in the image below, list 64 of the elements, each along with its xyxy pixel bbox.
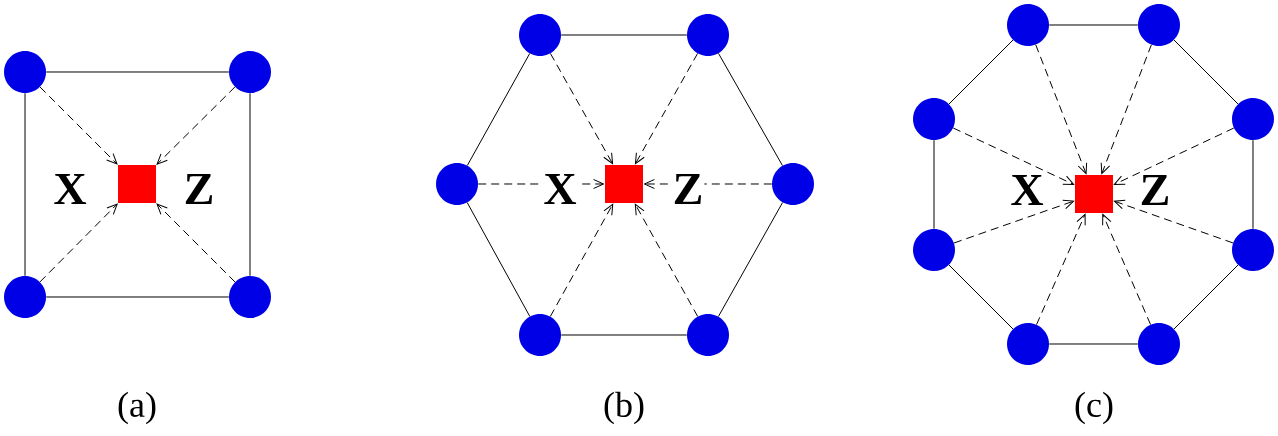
arrow xyxy=(156,203,236,283)
square xyxy=(605,165,643,203)
line xyxy=(717,201,784,317)
circle xyxy=(4,51,46,93)
arrow xyxy=(39,203,118,283)
arrow xyxy=(953,199,1075,244)
arrow xyxy=(1036,213,1086,326)
arrow xyxy=(952,127,1075,185)
line xyxy=(933,139,935,230)
arrow xyxy=(1113,127,1235,185)
panel-caption: (b) xyxy=(602,390,646,426)
panel-caption: (c) xyxy=(1073,390,1115,426)
circle xyxy=(1138,4,1180,46)
line xyxy=(1048,24,1139,26)
arrow xyxy=(549,52,614,165)
arrow xyxy=(1102,213,1152,326)
arrow xyxy=(156,86,236,165)
arrow xyxy=(634,52,699,165)
line xyxy=(466,53,531,166)
line xyxy=(1048,343,1139,345)
line xyxy=(249,92,251,277)
panel-caption: (a) xyxy=(116,390,158,426)
arrow xyxy=(549,203,614,317)
letter-label: Z xyxy=(671,172,705,206)
line xyxy=(45,71,230,73)
line xyxy=(45,296,230,298)
line xyxy=(466,202,531,317)
line xyxy=(560,34,688,36)
arrow xyxy=(1035,44,1088,175)
circle xyxy=(519,314,561,356)
line xyxy=(1173,39,1239,105)
letter-label: Z xyxy=(182,172,216,206)
circle xyxy=(519,14,561,56)
circle xyxy=(913,229,955,271)
square xyxy=(118,165,156,203)
line xyxy=(948,264,1014,330)
line xyxy=(24,92,26,277)
circle xyxy=(1232,98,1274,140)
line xyxy=(1173,264,1239,330)
line xyxy=(948,39,1014,105)
letter-label: X xyxy=(1009,173,1045,207)
line xyxy=(560,334,688,336)
arrow xyxy=(1100,44,1152,175)
circle xyxy=(1007,323,1049,365)
circle xyxy=(1007,4,1049,46)
arrow xyxy=(39,86,118,165)
circle xyxy=(687,14,729,56)
line xyxy=(1252,139,1254,230)
circle xyxy=(436,163,478,205)
circle xyxy=(1138,323,1180,365)
circle xyxy=(772,163,814,205)
circle xyxy=(4,276,46,318)
letter-label: Z xyxy=(1138,173,1172,207)
circle xyxy=(229,276,271,318)
line xyxy=(718,52,783,167)
circle xyxy=(913,98,955,140)
letter-label: X xyxy=(542,172,578,206)
circle xyxy=(1232,229,1274,271)
arrow xyxy=(1113,199,1234,244)
square xyxy=(1075,175,1113,213)
circle xyxy=(687,314,729,356)
arrow xyxy=(634,203,699,317)
letter-label: X xyxy=(52,172,88,206)
circle xyxy=(229,51,271,93)
